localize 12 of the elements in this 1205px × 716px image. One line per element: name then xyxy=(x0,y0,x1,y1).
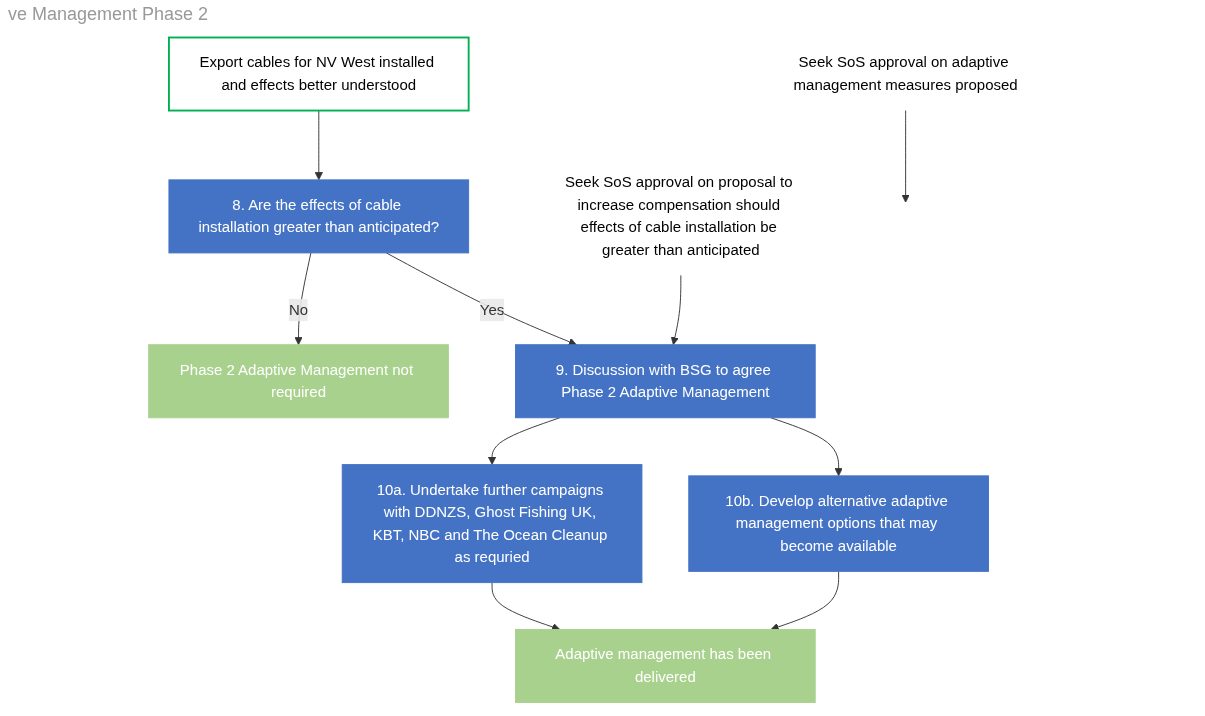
edge-label: Yes xyxy=(480,301,505,318)
node-box: Export cables for NV West installed and effects better understood xyxy=(168,36,470,112)
diagram-title: ve Management Phase 2 xyxy=(8,4,209,25)
node-box: 10b. Develop alternative adaptive management options that may become available xyxy=(688,475,990,572)
node-text: Seek SoS approval on adaptive management measures proposed xyxy=(794,54,1019,93)
node-box: 9. Discussion with BSG to agree Phase 2 Adaptive Management xyxy=(515,344,817,419)
node-box: Adaptive management has been delivered xyxy=(515,629,817,703)
edge-label: No xyxy=(289,301,309,318)
node-box: Phase 2 Adaptive Management not required xyxy=(148,344,450,419)
node-box: 10a. Undertake further campaigns with DDNZS, Ghost Fishing UK, KBT, NBC and The Ocean Cleanup as requried xyxy=(342,464,643,584)
node-box: 8. Are the effects of cable installation greater than anticipated? xyxy=(168,179,470,254)
node-text: Seek SoS approval on proposal to increase compensation should effects of cable installation be greater than anticipated xyxy=(565,174,793,258)
